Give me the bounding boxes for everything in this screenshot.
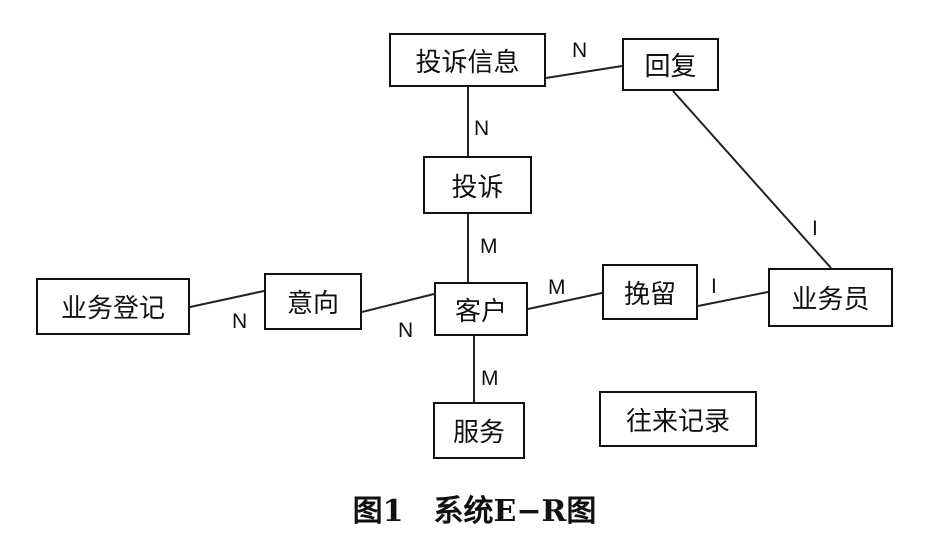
entity-intention: 意向 <box>264 273 362 330</box>
entity-business-registration: 业务登记 <box>36 278 190 335</box>
link-reply-salesperson <box>672 90 832 269</box>
entity-complaint-info: 投诉信息 <box>389 33 546 87</box>
cardinality-customer-retention: M <box>548 276 566 299</box>
cardinality-customer-service: M <box>481 367 499 390</box>
cardinality-registration-intention: N <box>232 310 248 333</box>
cardinality-complaint-customer: M <box>480 235 498 258</box>
link-customer-retention <box>527 292 603 310</box>
entity-reply: 回复 <box>622 38 719 91</box>
entity-contact-record: 往来记录 <box>599 391 757 447</box>
entity-complaint: 投诉 <box>423 156 532 214</box>
entity-service: 服务 <box>433 402 525 459</box>
figure-caption: 图1 系统E−R图 <box>352 494 597 529</box>
cardinality-complaint-info-complaint: N <box>474 117 490 140</box>
entity-customer: 客户 <box>434 282 528 336</box>
cardinality-complaint-info-reply: N <box>572 39 588 62</box>
link-retention-salesperson <box>697 291 769 307</box>
cardinality-intention-customer: N <box>398 319 414 342</box>
entity-retention: 挽留 <box>602 264 698 320</box>
cardinality-retention-salesperson: I <box>711 275 717 298</box>
link-complaint-info-reply <box>545 65 623 79</box>
link-registration-intention <box>189 290 265 308</box>
cardinality-reply-salesperson: I <box>812 217 818 240</box>
link-intention-customer <box>361 293 435 313</box>
entity-salesperson: 业务员 <box>768 268 893 327</box>
